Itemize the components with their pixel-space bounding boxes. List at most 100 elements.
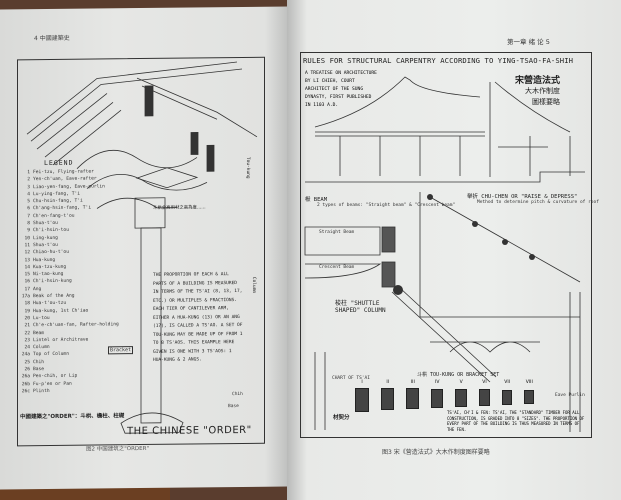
legend-label: Ch'i-hsin-kung: [33, 279, 72, 285]
base-label: Base: [228, 404, 239, 410]
tsai-grade: IV: [431, 380, 444, 412]
tsai-heading: 材契分: [333, 415, 350, 421]
tsai-grade: V: [455, 380, 467, 412]
grade-label: I: [361, 380, 363, 385]
shuttle-column-label: 梭柱 "SHUTTLE SHAPED" COLUMN: [335, 300, 386, 314]
tou-kung-label: 斗栱 TOU-KUNG OR BRACKET SET: [417, 372, 500, 378]
grade-label: III: [410, 380, 415, 385]
legend-title: LEGEND: [44, 158, 74, 168]
title-zh-2: 大木作制度: [525, 87, 560, 95]
legend-number: 26: [24, 367, 30, 373]
legend-number: 3: [27, 184, 30, 190]
grade-label: VII: [504, 380, 511, 385]
tsai-grade: VIII: [524, 380, 535, 412]
tsai-grade: II: [381, 380, 395, 412]
tsai-grade: I: [355, 380, 369, 412]
running-head: 4 中國建築史: [34, 34, 70, 43]
carpentry-drawings: [304, 76, 585, 432]
legend-number: 4: [27, 192, 30, 198]
legend-number: 11: [24, 243, 30, 249]
legend-label: Ch'e-ch'uan-fan, Rafter-holding: [33, 322, 119, 329]
figure-caption: 图2 中国建筑之"ORDER": [86, 445, 149, 453]
legend-label: Base: [33, 367, 45, 373]
legend-label: Ang: [33, 286, 42, 292]
running-head: 第一章 绪 论 5: [507, 38, 550, 46]
legend-number: 18: [24, 301, 30, 307]
proportion-text: The proportion of each & all parts of a …: [153, 272, 243, 363]
figure-subtitle: A treatise on architecture by Li Chieh, …: [305, 71, 377, 108]
footer-en: THE CHINESE "ORDER": [127, 424, 252, 438]
grade-label: IV: [435, 380, 440, 385]
right-page: 第一章 绪 论 5 RULES FOR STRUCTURAL CARPENTRY…: [287, 0, 621, 500]
legend-number: 6: [27, 206, 30, 212]
eave-purlin-label: Eave Purlin: [555, 393, 585, 398]
legend-number: 21: [24, 323, 30, 329]
legend-number: 9: [27, 228, 30, 234]
legend-number: 25: [24, 359, 30, 365]
tsai-grade: VII: [501, 380, 513, 412]
legend-number: 15: [24, 272, 30, 278]
legend-number: 12: [24, 250, 30, 256]
legend-number: 7: [27, 213, 30, 220]
legend-number: 5: [27, 199, 30, 205]
figure-frame: [300, 52, 592, 438]
beam-heading: 栿 BEAM: [305, 197, 328, 203]
grade-block: [355, 387, 369, 412]
bracket-order-drawing: [26, 61, 258, 434]
legend-number: 1: [27, 170, 30, 176]
tsai-grade: III: [406, 380, 420, 412]
legend-label: Lintel or Architrave: [33, 337, 89, 343]
tou-kung-side-label: Tou-kung: [245, 156, 250, 179]
legend-label: Hua-kung, 1st Ch'iao: [33, 308, 89, 314]
legend-number: 20: [24, 316, 30, 322]
crescent-beam-label: Crescent Beam: [319, 265, 355, 270]
tsai-grade: VI: [478, 380, 490, 412]
legend-number: 24a: [21, 352, 30, 358]
legend-label: Chih: [33, 359, 45, 365]
grade-label: II: [386, 380, 390, 385]
legend-number: 17a: [21, 294, 30, 300]
column-side-label: Column: [251, 276, 256, 294]
grade-block: [431, 388, 444, 409]
grade-label: VIII: [525, 380, 533, 385]
grade-block: [381, 387, 395, 411]
grade-block: [524, 390, 535, 404]
legend-number: 24: [24, 345, 30, 351]
legend-label: Beam: [33, 330, 45, 336]
legend-number: 19: [24, 308, 30, 314]
legend-number: 26c: [21, 389, 30, 395]
grade-label: V: [459, 380, 463, 385]
chu-chen-text: Method to determine pitch & curvature of…: [477, 200, 599, 205]
legend-number: 17: [24, 286, 30, 293]
legend-number: 14: [24, 265, 30, 271]
legend-number: 23: [24, 338, 30, 344]
text-zh: 斗栱全高用材之高為度……: [153, 205, 206, 211]
footer-zh: 中國建築之"ORDER"：斗栱、檐柱、柱礎: [20, 413, 125, 421]
legend-number: 22: [24, 330, 30, 336]
straight-beam-label: Straight Beam: [319, 230, 355, 235]
legend-label: Fu-p'en or Pan: [33, 381, 72, 387]
title-zh-1: 宋營造法式: [515, 76, 561, 86]
chart-label: CHART OF TS'AI: [332, 376, 370, 381]
legend-number: 8: [27, 221, 30, 227]
grade-block: [501, 389, 513, 405]
tsai-text: TS'AI, CH'I & FEN: Ts'ai, the "standard"…: [447, 410, 585, 432]
legend-label: Top of Column: [33, 352, 69, 358]
legend-number: 2: [27, 177, 30, 183]
legend-number: 13: [24, 257, 30, 263]
grade-block: [455, 389, 467, 407]
chu-chen-heading: 舉折 CHU-CHEN OR "RAISE & DEPRESS": [467, 194, 578, 200]
figure-title: RULES FOR STRUCTURAL CARPENTRY ACCORDING…: [303, 56, 574, 65]
figure-caption: 图3 宋《营造法式》大木作制度图样要略: [382, 449, 490, 456]
grade-block: [478, 389, 490, 406]
grade-block: [406, 388, 420, 410]
chih-label: Chih: [232, 391, 243, 398]
legend-number: 10: [24, 235, 30, 241]
bracket-label: Bracket: [108, 346, 134, 355]
legend-label: Plinth: [33, 388, 50, 395]
